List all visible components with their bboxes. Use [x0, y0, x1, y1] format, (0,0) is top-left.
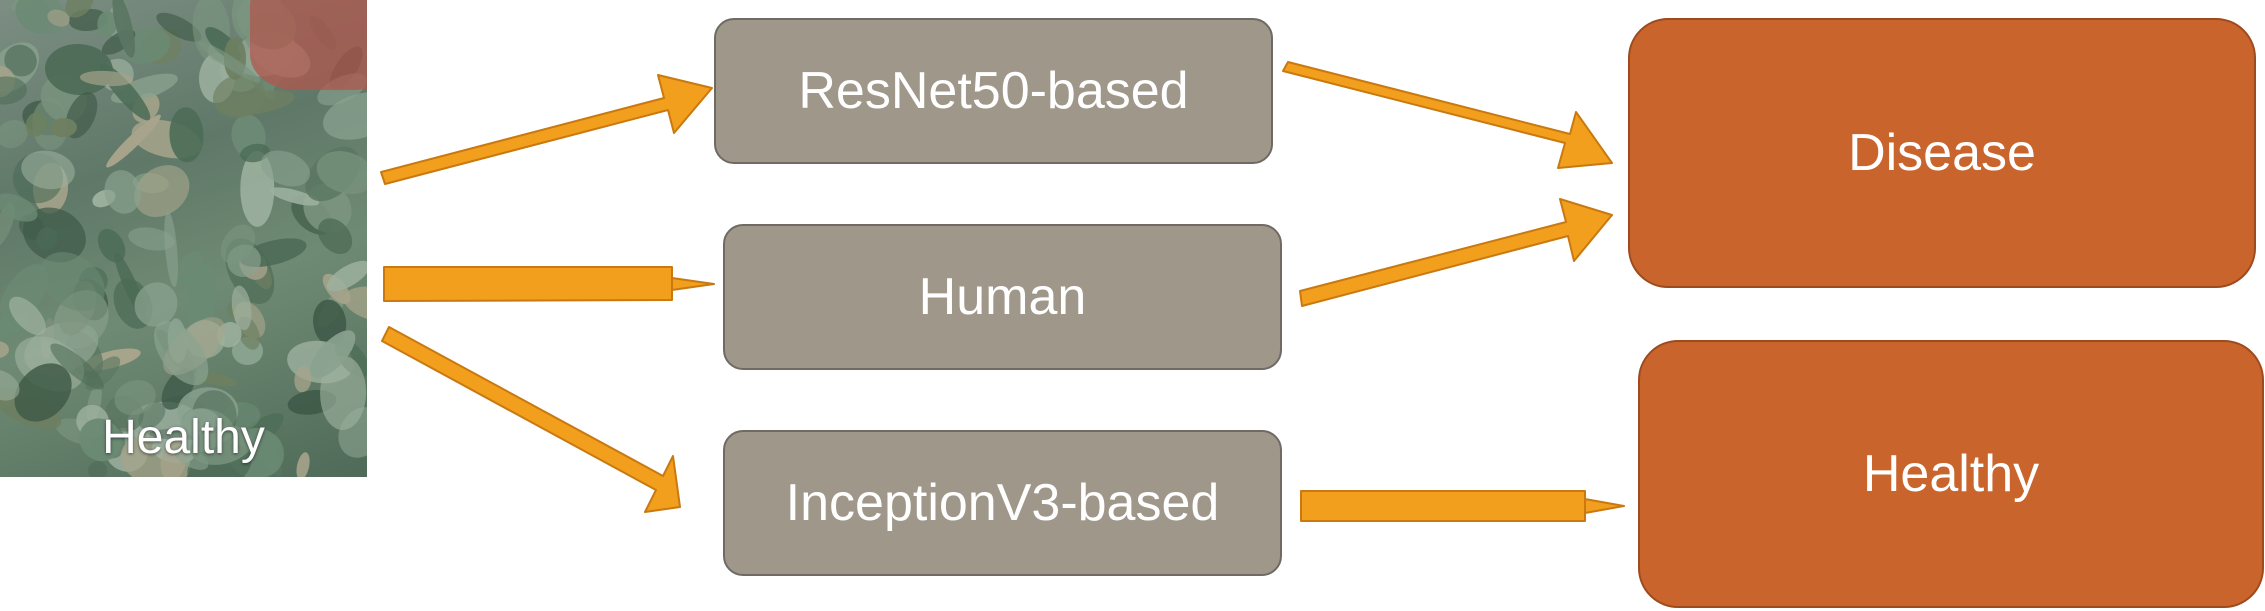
- resnet50-model-label: ResNet50-based: [798, 62, 1189, 120]
- disease-outcome-box: Disease: [1628, 18, 2256, 288]
- arrow-inception-to-healthy: [1300, 490, 1625, 522]
- input-image-label: Healthy: [102, 411, 265, 464]
- arrow-input-to-inception: [381, 326, 681, 513]
- healthy-outcome-label: Healthy: [1862, 445, 2040, 503]
- arrow-human-to-disease: [1299, 198, 1613, 307]
- arrow-input-to-resnet: [380, 74, 713, 185]
- inceptionv3-model-label: InceptionV3-based: [785, 474, 1220, 532]
- input-plant-image: Healthy: [0, 0, 367, 477]
- inceptionv3-model-box: InceptionV3-based: [723, 430, 1282, 576]
- arrow-input-to-human: [383, 266, 715, 302]
- human-model-label: Human: [918, 268, 1087, 326]
- arrow-resnet-to-disease: [1282, 61, 1613, 169]
- healthy-outcome-box: Healthy: [1638, 340, 2264, 608]
- resnet50-model-box: ResNet50-based: [714, 18, 1273, 164]
- disease-outcome-label: Disease: [1848, 124, 2036, 182]
- background-wall: [250, 0, 367, 90]
- human-model-box: Human: [723, 224, 1282, 370]
